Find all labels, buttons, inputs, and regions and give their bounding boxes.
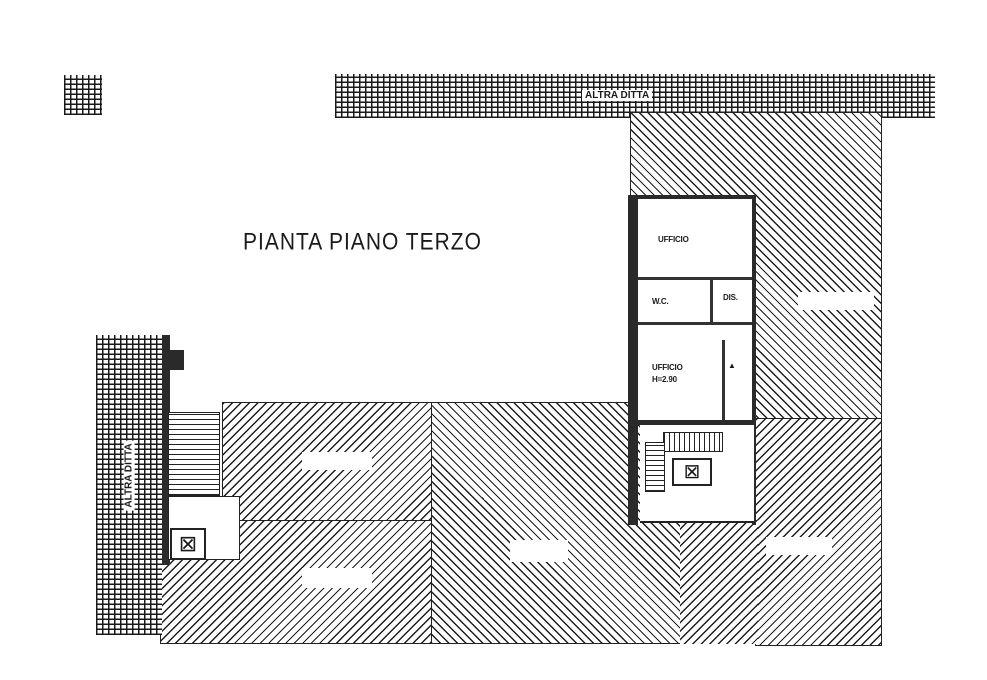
stairs-left [168, 412, 220, 496]
label-blank-right-upper [798, 292, 874, 310]
room-label-office-1: UFFICIO [658, 235, 689, 244]
wall-office2-corridor [722, 340, 725, 420]
neighbor-label-left: ALTRA DITTA [123, 440, 135, 511]
hatched-area-bottom-center-right [680, 520, 758, 644]
wall-left-core [162, 335, 170, 565]
elevator-left: ⊠ [170, 528, 206, 560]
room-office-1: UFFICIO [638, 199, 752, 277]
label-blank-right-lower [766, 537, 832, 555]
hatched-area-right-lower [755, 418, 882, 646]
plan-title: PIANTA PIANO TERZO [243, 229, 482, 256]
label-blank-left-lower [302, 568, 372, 588]
room-label-office-2: UFFICIO [652, 363, 683, 372]
label-blank-center [510, 540, 568, 562]
neighbor-fragment-top-left [64, 75, 102, 115]
stairs-right-top [663, 432, 723, 452]
label-blank-left-upper [302, 452, 372, 470]
wall-office-north [628, 195, 756, 199]
neighbor-label-top: ALTRA DITTA [582, 90, 653, 101]
elevator-icon: ⊠ [683, 461, 701, 483]
room-office-2: UFFICIO H=2.90 ▲ [638, 325, 752, 420]
wall-office-west [628, 195, 638, 525]
wall-right-core-top [638, 420, 756, 425]
wall-wc-office2 [638, 322, 752, 325]
room-label-wc: W.C. [652, 297, 669, 306]
wall-office1-wc [638, 277, 752, 280]
room-label-disimpegno: DIS. [723, 293, 738, 302]
room-height-office-2: H=2.90 [652, 375, 677, 384]
elevator-right: ⊠ [672, 458, 712, 486]
wall-office-east [752, 195, 756, 525]
stairs-right-side [645, 442, 665, 492]
room-wc: W.C. [638, 280, 712, 322]
hatched-area-bottom-left [160, 520, 432, 644]
wall-wc-dis [710, 280, 713, 322]
stair-arrow-icon: ▲ [728, 361, 736, 370]
room-disimpegno: DIS. [713, 280, 752, 322]
elevator-icon: ⊠ [178, 531, 198, 556]
wall-left-core-top [166, 350, 184, 370]
